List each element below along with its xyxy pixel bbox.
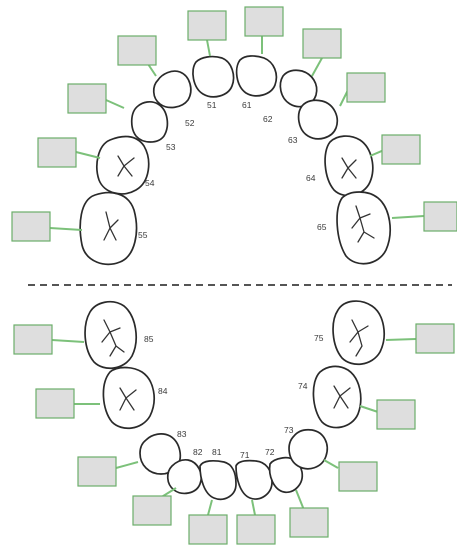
lower-arch xyxy=(84,300,385,501)
label-53: 53 xyxy=(166,142,176,152)
answer-box-65[interactable] xyxy=(423,201,457,232)
label-54: 54 xyxy=(145,178,155,188)
tooth-53 xyxy=(130,100,169,143)
label-55: 55 xyxy=(138,230,148,240)
label-65: 65 xyxy=(317,222,327,232)
tooth-85 xyxy=(84,300,137,370)
label-51: 51 xyxy=(207,100,217,110)
label-73: 73 xyxy=(284,425,294,435)
answer-boxes xyxy=(11,6,457,545)
label-84: 84 xyxy=(158,386,168,396)
tooth-84 xyxy=(102,366,155,430)
answer-box-51[interactable] xyxy=(187,10,227,41)
answer-box-83[interactable] xyxy=(77,456,117,487)
label-82: 82 xyxy=(193,447,203,457)
label-85: 85 xyxy=(144,334,154,344)
tooth-72 xyxy=(268,456,304,494)
answer-box-64[interactable] xyxy=(381,134,421,165)
tooth-63 xyxy=(297,99,339,140)
tooth-82 xyxy=(166,458,203,495)
answer-box-55[interactable] xyxy=(11,211,51,242)
tooth-61 xyxy=(235,55,278,97)
answer-box-85[interactable] xyxy=(13,324,53,355)
label-71: 71 xyxy=(240,450,250,460)
answer-box-52[interactable] xyxy=(117,35,157,66)
leader-lines xyxy=(49,32,425,516)
label-81: 81 xyxy=(212,447,222,457)
label-62: 62 xyxy=(263,114,273,124)
tooth-74 xyxy=(312,365,362,429)
answer-box-54[interactable] xyxy=(37,137,77,168)
label-61: 61 xyxy=(242,100,252,110)
label-52: 52 xyxy=(185,118,195,128)
label-72: 72 xyxy=(265,447,275,457)
label-83: 83 xyxy=(177,429,187,439)
answer-box-63[interactable] xyxy=(346,72,386,103)
tooth-52 xyxy=(152,70,192,109)
answer-box-75[interactable] xyxy=(415,323,455,354)
answer-box-81[interactable] xyxy=(188,514,228,545)
tooth-65 xyxy=(336,191,391,265)
tooth-73 xyxy=(288,428,329,470)
label-74: 74 xyxy=(298,381,308,391)
label-63: 63 xyxy=(288,135,298,145)
answer-box-53[interactable] xyxy=(67,83,107,114)
answer-box-72[interactable] xyxy=(289,507,329,538)
upper-tooth-labels: 55 54 53 52 51 61 62 63 64 65 xyxy=(138,100,327,240)
tooth-55 xyxy=(79,191,138,266)
answer-box-61[interactable] xyxy=(244,6,284,37)
label-64: 64 xyxy=(306,173,316,183)
answer-box-74[interactable] xyxy=(376,399,416,430)
tooth-64 xyxy=(324,135,374,197)
label-75: 75 xyxy=(314,333,324,343)
tooth-62 xyxy=(279,69,318,108)
upper-arch xyxy=(79,55,391,266)
answer-box-71[interactable] xyxy=(236,514,276,545)
answer-box-82[interactable] xyxy=(132,495,172,526)
answer-box-73[interactable] xyxy=(338,461,378,492)
tooth-81 xyxy=(199,459,237,501)
tooth-54 xyxy=(96,135,150,195)
answer-box-62[interactable] xyxy=(302,28,342,59)
lower-tooth-labels: 85 84 83 82 81 71 72 73 74 75 xyxy=(144,333,324,460)
answer-box-84[interactable] xyxy=(35,388,75,419)
tooth-71 xyxy=(235,459,273,500)
tooth-51 xyxy=(192,55,235,98)
tooth-75 xyxy=(332,300,385,366)
